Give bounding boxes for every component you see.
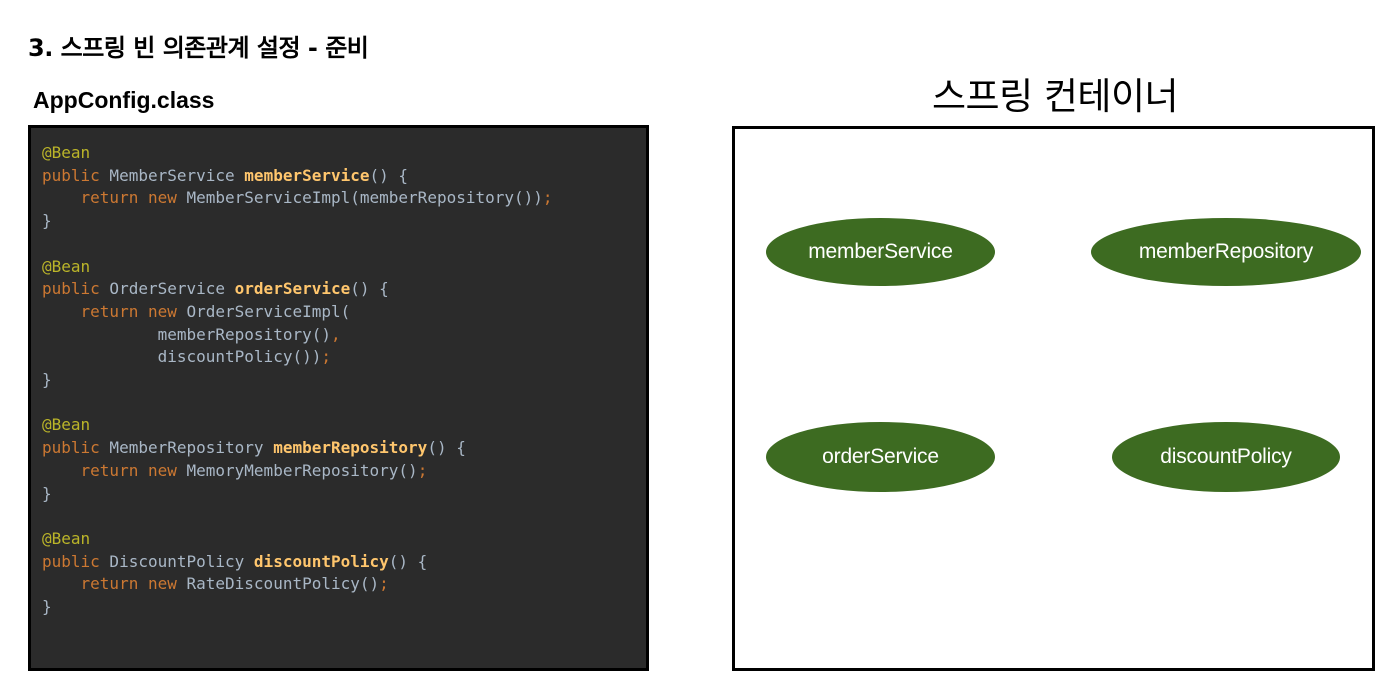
annotation-token: @Bean [42,143,91,162]
code-line: public MemberService memberService() { [42,166,408,185]
code-text-token: OrderService [99,279,235,299]
bean-discount-policy: discountPolicy [1112,422,1340,492]
spring-container-box [732,126,1375,671]
keyword-token: ; [321,347,331,367]
code-line: return new OrderServiceImpl( [42,301,351,321]
keyword-token: public [42,165,100,185]
code-line: @Bean [42,143,90,162]
keyword-token: ; [379,574,389,594]
code-text-token: discountPolicy()) [42,347,322,367]
container-title: 스프링 컨테이너 [932,75,1179,118]
code-text-token: () { [350,279,389,299]
code-line: } [42,211,52,230]
keyword-token: public [42,438,100,458]
code-text-token: () { [388,551,428,571]
code-text-token: () { [427,438,466,458]
code-text-token: } [42,483,52,503]
code-text-token [42,302,81,321]
code-line: public DiscountPolicy discountPolicy() { [42,552,427,571]
method-name-token: orderService [234,279,351,299]
keyword-token: public [42,551,100,571]
code-text-token: memberRepository() [42,324,331,344]
code-text-token: RateDiscountPolicy() [176,574,380,594]
keyword-token: public [42,279,100,299]
code-panel: @Bean public MemberService memberService… [28,125,649,671]
code-text-token [42,574,81,593]
method-name-token: memberRepository [273,438,428,458]
keyword-token: , [330,324,341,344]
method-name-token: discountPolicy [253,551,389,571]
code-text-token: } [42,370,52,390]
code-text-token: DiscountPolicy [99,551,254,571]
bean-order-service: orderService [766,422,995,492]
keyword-token: return new [80,574,177,594]
bean-member-service: memberService [766,218,995,286]
code-text-token: MemberServiceImpl(memberRepository()) [176,188,543,208]
keyword-token: return new [80,188,177,208]
code-line: @Bean [42,415,90,434]
code-line: memberRepository(), [42,325,341,344]
code-line: } [42,597,52,616]
config-class-label: AppConfig.class [33,87,215,113]
code-line: } [42,370,52,389]
code-text-token [42,188,81,207]
page-heading: 3. 스프링 빈 의존관계 설정 - 준비 [28,34,369,62]
code-line: public MemberRepository memberRepository… [42,438,466,457]
code-text-token: OrderServiceImpl( [176,301,351,321]
annotation-token: @Bean [42,415,91,435]
code-line: return new RateDiscountPolicy(); [42,574,389,593]
method-name-token: memberService [244,165,370,185]
code-text-token: } [42,597,52,617]
code-text-token: MemoryMemberRepository() [176,460,418,480]
code-block: @Bean public MemberService memberService… [42,142,646,619]
annotation-token: @Bean [42,256,91,276]
code-line: } [42,484,52,503]
code-line: @Bean [42,529,90,548]
code-text-token [42,461,81,480]
keyword-token: return new [80,460,177,480]
keyword-token: ; [542,188,553,208]
bean-member-repository: memberRepository [1091,218,1361,286]
code-line: return new MemberServiceImpl(memberRepos… [42,188,553,207]
code-text-token: () { [369,165,409,185]
code-line: return new MemoryMemberRepository(); [42,460,428,480]
annotation-token: @Bean [42,528,91,548]
code-text-token: MemberService [99,165,245,185]
code-line: @Bean [42,257,90,276]
code-text-token: MemberRepository [99,438,274,458]
code-text-token: } [42,211,52,231]
code-line: discountPolicy()); [42,347,331,366]
code-line: public OrderService orderService() { [42,279,389,298]
keyword-token: return new [80,301,177,321]
keyword-token: ; [417,460,428,480]
